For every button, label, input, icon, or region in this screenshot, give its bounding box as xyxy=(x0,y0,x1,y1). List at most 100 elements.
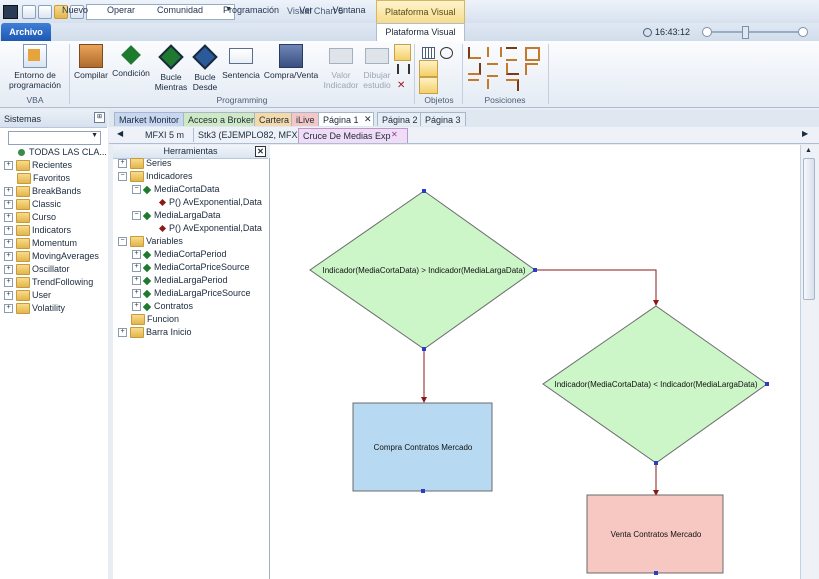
align-right-icon[interactable] xyxy=(468,63,481,75)
tab-ver[interactable]: Ver xyxy=(299,5,313,15)
align-middle-icon[interactable] xyxy=(487,63,498,77)
collapse-icon[interactable]: − xyxy=(118,237,127,247)
chevron-down-icon[interactable]: ▼ xyxy=(91,132,98,139)
new-icon[interactable] xyxy=(22,5,36,19)
tree-item-user[interactable]: +User xyxy=(4,289,108,302)
tab-ventana[interactable]: Ventana xyxy=(332,5,366,15)
pin-icon[interactable]: ⊞ xyxy=(94,112,105,123)
collapse-icon[interactable]: − xyxy=(132,211,141,221)
scroll-tabs-left-icon[interactable]: ◀ xyxy=(117,129,124,138)
tab-market-monitor[interactable]: Market Monitor xyxy=(114,112,185,126)
app-logo-icon[interactable] xyxy=(3,5,18,19)
zoom-slider-track[interactable] xyxy=(708,31,798,33)
pointer-tool-icon[interactable] xyxy=(394,44,411,61)
expand-icon[interactable]: + xyxy=(118,159,127,169)
expand-icon[interactable]: + xyxy=(4,265,13,275)
align-left-icon[interactable] xyxy=(468,47,481,59)
expand-icon[interactable]: + xyxy=(4,278,13,288)
tree-variable[interactable]: +MediaCortaPriceSource xyxy=(118,261,268,274)
close-tab-icon[interactable]: ✕ xyxy=(364,114,372,124)
collapse-icon[interactable]: − xyxy=(132,185,141,195)
close-icon[interactable]: ✕ xyxy=(255,146,266,157)
object-panel-icon[interactable] xyxy=(419,60,438,77)
doc-tab-cruce-medias[interactable]: Cruce De Medias Exp xyxy=(298,128,408,143)
expand-icon[interactable]: + xyxy=(132,276,141,286)
tree-item-oscillator[interactable]: +Oscillator xyxy=(4,263,108,276)
text-cursor-icon[interactable] xyxy=(397,64,410,74)
close-tab-icon[interactable]: ✕ xyxy=(391,130,398,139)
tree-item-breakbands[interactable]: +BreakBands xyxy=(4,185,108,198)
tab-pagina-3[interactable]: Página 3 xyxy=(420,112,466,126)
handle-icon[interactable] xyxy=(421,489,425,493)
handle-icon[interactable] xyxy=(533,268,537,272)
tab-cartera[interactable]: Cartera xyxy=(254,112,295,126)
compilar-button[interactable]: Compilar xyxy=(72,44,110,80)
tab-nuevo[interactable]: Nuevo xyxy=(61,5,88,15)
tab-acceso-broker[interactable]: Acceso a Broker xyxy=(183,112,260,126)
tree-variable[interactable]: +MediaLargaPeriod xyxy=(118,274,268,287)
handle-icon[interactable] xyxy=(654,461,658,465)
tab-archivo[interactable]: Archivo xyxy=(1,23,51,41)
tree-indicadores[interactable]: −Indicadores xyxy=(118,170,268,183)
tree-item-trendfollowing[interactable]: +TrendFollowing xyxy=(4,276,108,289)
dibujar-estudio-button[interactable]: Dibujar estudio xyxy=(361,44,393,90)
eye-icon[interactable] xyxy=(440,47,453,59)
align-top-icon[interactable] xyxy=(506,47,517,61)
tab-plataforma-visual[interactable]: Plataforma Visual xyxy=(376,23,465,41)
tree-funcion[interactable]: Funcion xyxy=(118,313,268,326)
handle-icon[interactable] xyxy=(422,347,426,351)
align-bottom-icon[interactable] xyxy=(506,63,519,75)
entorno-programacion-button[interactable]: Entorno de programación xyxy=(4,44,66,90)
zoom-slider-knob[interactable] xyxy=(742,26,749,39)
handle-icon[interactable] xyxy=(654,571,658,575)
tree-indicator-2-param[interactable]: P() AvExponential,Data xyxy=(118,222,268,235)
expand-icon[interactable]: + xyxy=(4,213,13,223)
expand-icon[interactable]: + xyxy=(4,200,13,210)
distribute-vertical-icon[interactable] xyxy=(487,79,500,89)
doc-tab-mfxi[interactable]: MFXI 5 m xyxy=(145,130,185,140)
compra-venta-button[interactable]: Compra/Venta xyxy=(262,44,320,80)
tree-barra-inicio[interactable]: +Barra Inicio xyxy=(118,326,268,339)
tree-item-movingaverages[interactable]: +MovingAverages xyxy=(4,250,108,263)
tree-item-favoritos[interactable]: Favoritos xyxy=(4,172,108,185)
expand-icon[interactable]: + xyxy=(4,226,13,236)
tab-pagina-1[interactable]: Página 1 xyxy=(318,112,374,126)
flowchart-canvas[interactable]: Indicador(MediaCortaData) > Indicador(Me… xyxy=(270,145,800,579)
scroll-up-icon[interactable]: ▲ xyxy=(805,147,812,154)
object-settings-icon[interactable] xyxy=(419,77,438,94)
condicion-button[interactable]: Condición xyxy=(111,44,151,78)
grid-icon[interactable] xyxy=(422,47,435,59)
tree-item-classic[interactable]: +Classic xyxy=(4,198,108,211)
tab-ilive[interactable]: iLive xyxy=(291,112,320,126)
buy-action-box[interactable] xyxy=(352,402,493,492)
expand-icon[interactable]: + xyxy=(132,263,141,273)
expand-icon[interactable]: + xyxy=(132,289,141,299)
tree-variable[interactable]: +Contratos xyxy=(118,300,268,313)
tab-comunidad[interactable]: Comunidad xyxy=(156,5,204,15)
quick-combo[interactable]: ▼ xyxy=(86,4,235,20)
cut-icon[interactable] xyxy=(38,5,52,19)
tab-programacion[interactable]: Programación xyxy=(222,5,280,15)
save-icon[interactable] xyxy=(70,5,84,19)
bucle-desde-button[interactable]: Bucle Desde xyxy=(190,44,220,92)
tree-variables[interactable]: −Variables xyxy=(118,235,268,248)
open-folder-icon[interactable] xyxy=(54,5,68,19)
same-width-icon[interactable] xyxy=(525,63,538,75)
collapse-icon[interactable]: − xyxy=(118,172,127,182)
tab-pagina-2[interactable]: Página 2 xyxy=(377,112,423,126)
zoom-out-icon[interactable] xyxy=(702,27,712,37)
tree-item-curso[interactable]: +Curso xyxy=(4,211,108,224)
chevron-down-icon[interactable]: ▼ xyxy=(225,6,232,13)
expand-icon[interactable]: + xyxy=(4,304,13,314)
align-center-icon[interactable] xyxy=(487,47,502,57)
expand-icon[interactable]: + xyxy=(4,252,13,262)
zoom-in-icon[interactable] xyxy=(798,27,808,37)
expand-icon[interactable]: + xyxy=(118,328,127,338)
expand-icon[interactable]: + xyxy=(4,187,13,197)
tree-indicator-2[interactable]: −MediaLargaData xyxy=(118,209,268,222)
tree-variable[interactable]: +MediaLargaPriceSource xyxy=(118,287,268,300)
expand-icon[interactable]: + xyxy=(4,291,13,301)
expand-icon[interactable]: + xyxy=(132,250,141,260)
tab-operar[interactable]: Operar xyxy=(106,5,135,15)
delete-icon[interactable]: ✕ xyxy=(397,80,406,91)
